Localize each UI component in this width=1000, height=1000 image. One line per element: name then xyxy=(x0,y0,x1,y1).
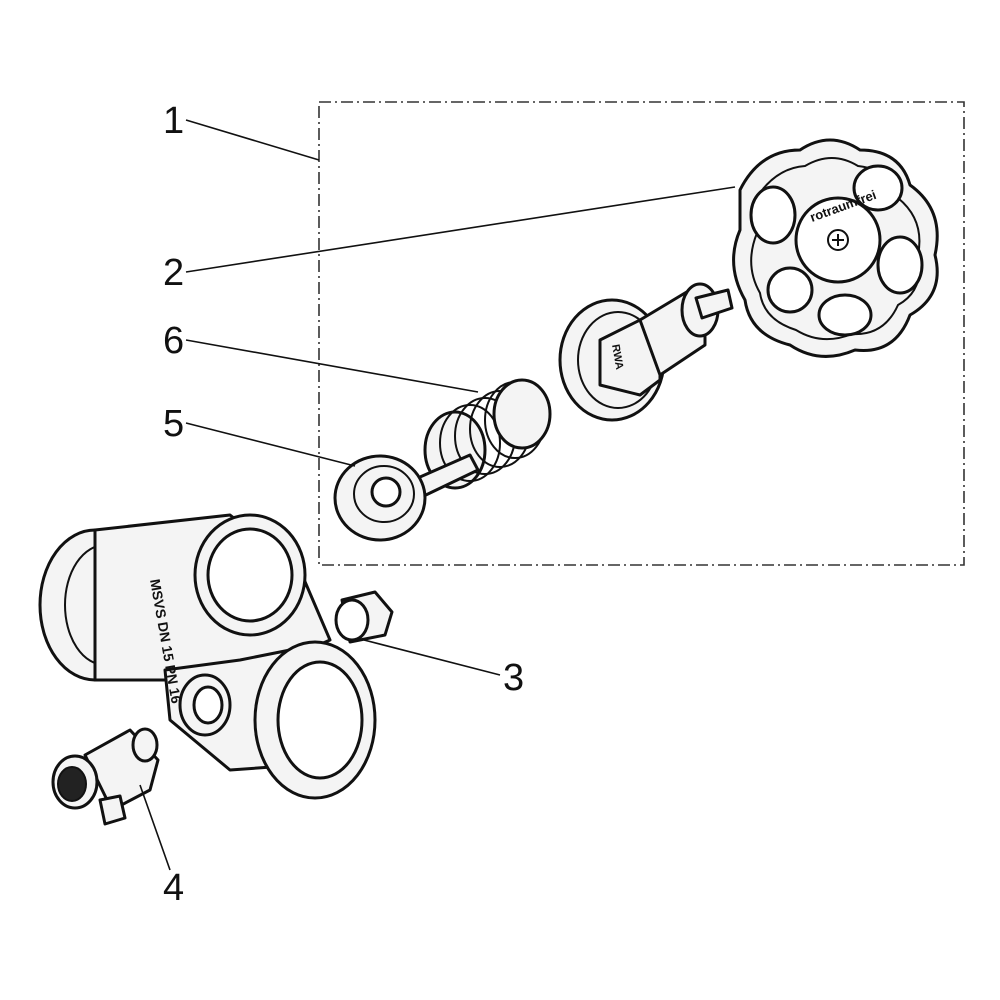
leader-line-3 xyxy=(363,639,501,676)
leader-line-5 xyxy=(185,422,356,467)
spindle-text: RWA xyxy=(609,343,625,370)
leader-line-4 xyxy=(139,784,171,871)
callout-2: 2 xyxy=(163,252,184,294)
leader-line-6 xyxy=(185,339,479,393)
leader-line-2 xyxy=(185,186,736,273)
callout-3: 3 xyxy=(503,657,524,699)
leader-line-1 xyxy=(185,119,320,161)
drain-valve xyxy=(51,727,160,826)
callout-4: 4 xyxy=(163,867,184,909)
plug xyxy=(334,590,394,644)
assembly-frame xyxy=(318,101,965,566)
valve-body: MSVS DN 15 PN 16 xyxy=(38,513,377,800)
handwheel: rotraumfrei xyxy=(732,138,939,358)
spindle-assembly: RWA xyxy=(558,282,734,422)
callout-6: 6 xyxy=(163,320,184,362)
callout-5: 5 xyxy=(163,403,184,445)
callout-1: 1 xyxy=(163,100,184,142)
valve-disc xyxy=(333,453,480,542)
